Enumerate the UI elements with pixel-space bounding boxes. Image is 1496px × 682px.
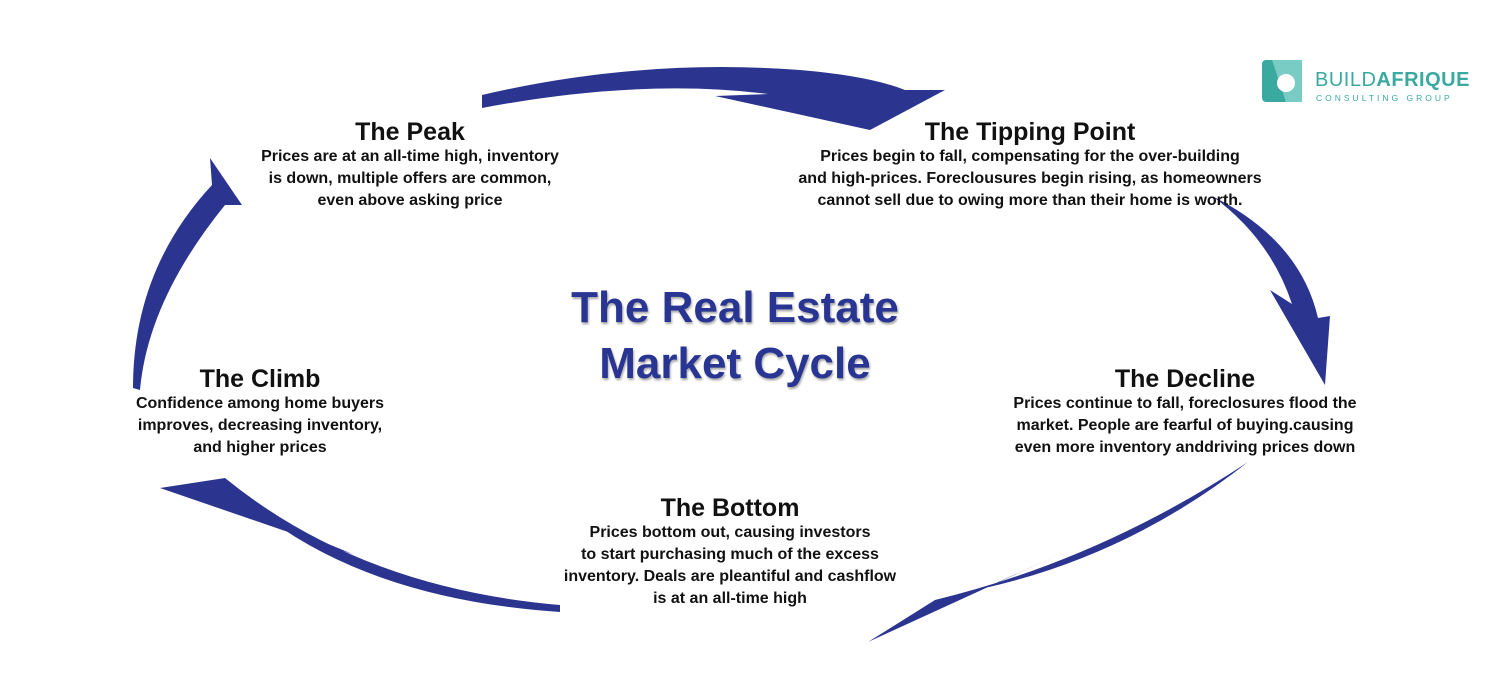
diagram-title: The Real Estate Market Cycle — [520, 280, 950, 392]
arrow-peak-to-tipping — [482, 67, 945, 130]
arrow-tipping-to-decline — [1212, 196, 1330, 385]
diagram-title-line-2: Market Cycle — [599, 339, 871, 388]
stage-peak: The Peak Prices are at an all-time high,… — [200, 118, 620, 212]
stage-peak-text: Prices are at an all-time high, inventor… — [261, 148, 559, 209]
stage-climb-text: Confidence among home buyers improves, d… — [135, 395, 385, 456]
stage-decline-title: The Decline — [1114, 365, 1256, 393]
stage-climb-title: The Climb — [199, 365, 321, 393]
stage-tipping-point-title: The Tipping Point — [924, 118, 1136, 146]
arrow-bottom-to-climb — [160, 478, 560, 612]
stage-peak-title: The Peak — [355, 118, 465, 146]
buildafrique-logo-mark-icon — [1262, 60, 1302, 102]
stage-tipping-point: The Tipping Point Prices begin to fall, … — [760, 118, 1300, 212]
buildafrique-logo: BUILDAFRIQUE CONSULTING GROUP — [1262, 57, 1470, 109]
stage-bottom: The Bottom Prices bottom out, causing in… — [510, 494, 950, 610]
logo-subtitle: CONSULTING GROUP — [1316, 93, 1453, 103]
diagram-title-line-1: The Real Estate — [571, 283, 899, 332]
arrow-climb-to-peak — [133, 158, 242, 390]
stage-decline: The Decline Prices continue to fall, for… — [970, 365, 1400, 459]
stage-bottom-title: The Bottom — [660, 494, 800, 522]
logo-name-bold: AFRIQUE — [1376, 69, 1470, 91]
logo-name: BUILDAFRIQUE — [1315, 69, 1470, 91]
arrow-decline-to-bottom — [868, 462, 1248, 642]
stage-climb: The Climb Confidence among home buyers i… — [90, 365, 430, 459]
stage-bottom-text: Prices bottom out, causing investors to … — [563, 524, 897, 607]
logo-name-light: BUILD — [1315, 69, 1377, 91]
stage-tipping-point-text: Prices begin to fall, compensating for t… — [798, 148, 1262, 209]
stage-decline-text: Prices continue to fall, foreclosures fl… — [1013, 395, 1357, 456]
